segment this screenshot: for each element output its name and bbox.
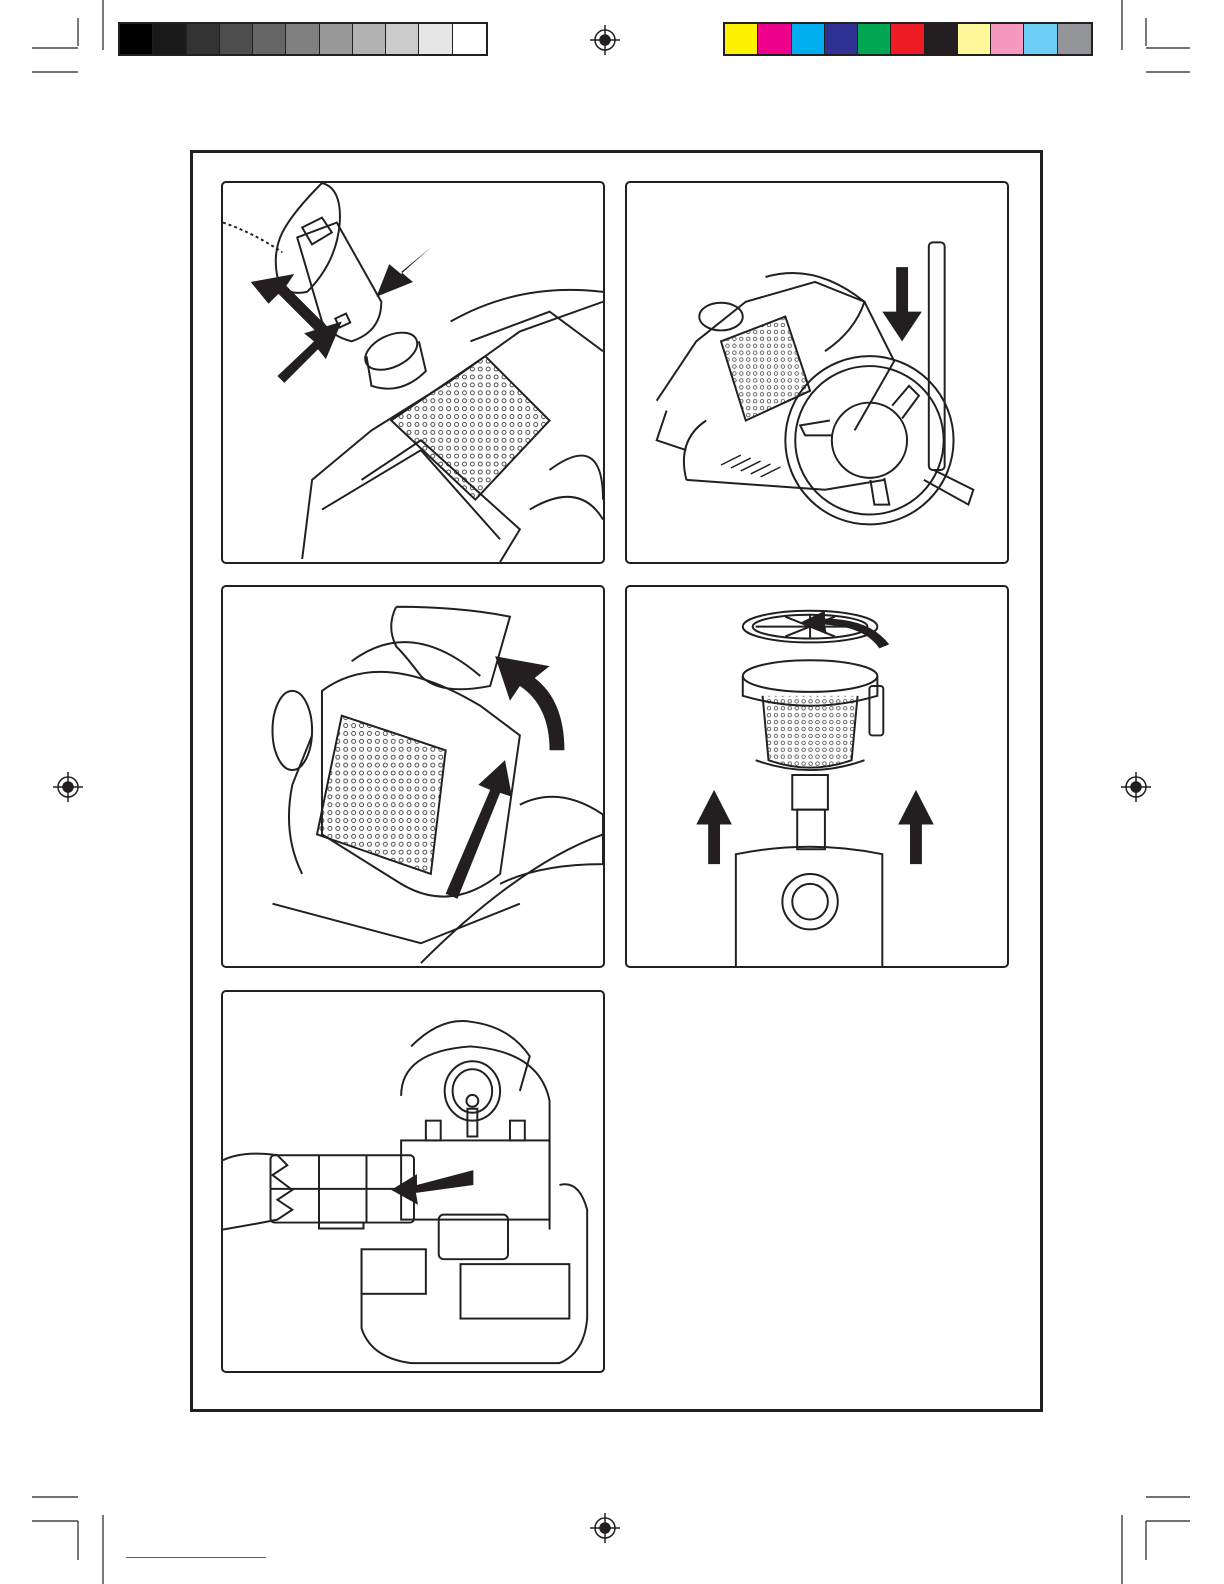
container-lift-illustration (223, 587, 603, 966)
filter-remove-illustration (627, 587, 1007, 966)
down-arrow-icon (882, 267, 922, 341)
pull-arrow-icon (251, 274, 332, 339)
hyperlink-underline (126, 1557, 266, 1558)
exhaust-filter-icon (271, 1155, 414, 1228)
panel-hose-release (221, 181, 605, 564)
tube-icon (924, 242, 973, 504)
vent-grille (721, 455, 780, 477)
tube-park-illustration (627, 183, 1007, 562)
panel-tube-park (625, 181, 1009, 564)
panel-exhaust-filter (221, 990, 605, 1373)
lift-arrow-icon (446, 760, 512, 899)
exhaust-filter-illustration (223, 992, 603, 1371)
mesh-filter-icon (763, 696, 858, 768)
mesh-filter-icon (391, 356, 549, 499)
mesh-filter-icon (317, 716, 446, 874)
hose-release-illustration (223, 183, 603, 562)
up-arrow-icon (696, 790, 732, 864)
hand-icon (391, 607, 510, 689)
rotate-arrow-icon (495, 656, 564, 750)
panel-container-lift (221, 585, 605, 968)
mesh-filter-icon (721, 317, 810, 421)
vacuum-base-icon (736, 847, 882, 966)
left-arrow-icon (391, 1170, 473, 1205)
hand-icon (223, 1154, 292, 1230)
up-arrow-icon (898, 790, 934, 864)
panel-filter-remove (625, 585, 1009, 968)
